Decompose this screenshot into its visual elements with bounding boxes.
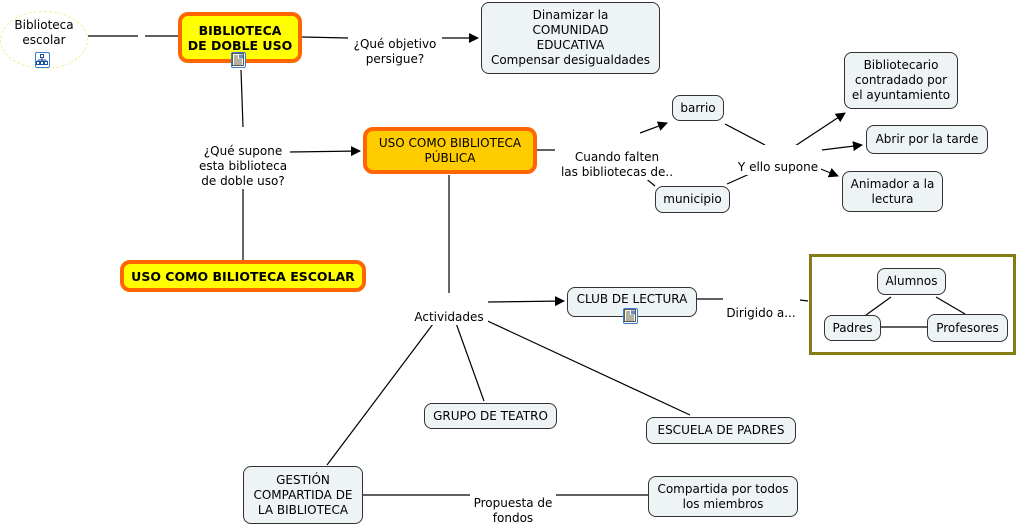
edge-yello-abrir	[821, 141, 863, 152]
resource-document-icon[interactable]	[623, 308, 638, 324]
node-abrir-tarde[interactable]: Abrir por la tarde	[866, 125, 988, 154]
link-cuando-falten: Cuando falten las bibliotecas de..	[555, 135, 679, 180]
link-actividades: Actividades	[410, 295, 488, 325]
node-label: Biblioteca escolar	[14, 18, 74, 47]
node-label: municipio	[663, 192, 722, 206]
edge-doble-supone	[240, 69, 244, 128]
edge-actividades-gestion	[326, 311, 443, 466]
submap-icon[interactable]	[35, 52, 50, 68]
node-uso-escolar[interactable]: USO COMO BILIOTECA ESCOLAR	[120, 260, 366, 292]
link-y-ello: Y ello supone	[735, 145, 821, 175]
edge-barrio-yello	[724, 123, 766, 146]
node-label: Animador a la lectura	[850, 176, 935, 206]
edge-alumnos-profesores	[935, 296, 966, 315]
edge-supone-publica	[289, 146, 361, 157]
node-label: GESTIÓN COMPARTIDA DE LA BIBLIOTECA	[253, 472, 353, 517]
node-label: ESCUELA DE PADRES	[657, 423, 785, 437]
node-objetivo[interactable]: Dinamizar la COMUNIDAD EDUCATIVA Compens…	[481, 2, 660, 74]
nested-group-frame	[809, 254, 1016, 355]
edge-alumnos-padres	[865, 296, 892, 316]
link-label: Actividades	[414, 310, 484, 324]
node-profesores[interactable]: Profesores	[927, 314, 1008, 342]
node-label: Alumnos	[885, 274, 938, 288]
node-label: USO COMO BIBLIOTECA PÚBLICA	[378, 135, 522, 165]
edge-cuando-barrio	[639, 121, 668, 134]
node-label: BIBLIOTECA DE DOBLE USO	[187, 22, 293, 53]
node-uso-publica[interactable]: USO COMO BIBLIOTECA PÚBLICA	[363, 127, 537, 174]
node-label: Profesores	[936, 320, 999, 335]
node-gestion[interactable]: GESTIÓN COMPARTIDA DE LA BIBLIOTECA	[243, 466, 363, 524]
node-compartida[interactable]: Compartida por todos los miembros	[648, 476, 798, 517]
node-municipio[interactable]: municipio	[655, 186, 730, 213]
node-label: GRUPO DE TEATRO	[433, 408, 548, 423]
node-label: Bibliotecario contradado por el ayuntami…	[851, 58, 951, 102]
node-label: CLUB DE LECTURA	[576, 292, 688, 306]
edge-actividades-teatro	[451, 311, 485, 402]
node-label: Abrir por la tarde	[875, 132, 979, 146]
node-escuela-padres[interactable]: ESCUELA DE PADRES	[646, 417, 796, 444]
edge-yello-bibliotecario	[794, 112, 846, 147]
node-barrio[interactable]: barrio	[672, 95, 724, 121]
node-label: Compartida por todos los miembros	[657, 481, 789, 511]
link-label: Cuando falten las bibliotecas de..	[560, 150, 674, 179]
link-label: Propuesta de fondos	[473, 496, 553, 525]
node-label: Dinamizar la COMUNIDAD EDUCATIVA Compens…	[490, 8, 651, 67]
edge-dirigido-frame	[799, 299, 809, 302]
link-que-objetivo: ¿Qué objetivo persigue?	[348, 22, 442, 67]
link-label: ¿Qué objetivo persigue?	[353, 37, 437, 66]
link-label: Y ello supone	[737, 160, 819, 174]
edge-doble-objetivo	[301, 36, 349, 39]
link-que-supone: ¿Qué supone esta biblioteca de doble uso…	[196, 129, 290, 189]
link-label: ¿Qué supone esta biblioteca de doble uso…	[198, 144, 288, 188]
node-padres[interactable]: Padres	[824, 315, 881, 341]
edge-actividades-club	[487, 296, 565, 307]
link-dirigido: Dirigido a...	[723, 291, 799, 321]
node-grupo-teatro[interactable]: GRUPO DE TEATRO	[424, 403, 557, 429]
node-animador[interactable]: Animador a la lectura	[842, 171, 943, 212]
node-bibliotecario[interactable]: Bibliotecario contradado por el ayuntami…	[844, 52, 958, 109]
node-label: Padres	[832, 320, 873, 335]
link-propuesta: Propuesta de fondos	[470, 481, 556, 526]
link-label: Dirigido a...	[726, 306, 796, 320]
edge-actividades-escuela	[465, 310, 691, 416]
node-alumnos[interactable]: Alumnos	[877, 268, 946, 295]
resource-document-icon[interactable]	[231, 52, 246, 68]
node-label: USO COMO BILIOTECA ESCOLAR	[131, 268, 355, 284]
node-label: barrio	[680, 100, 716, 115]
